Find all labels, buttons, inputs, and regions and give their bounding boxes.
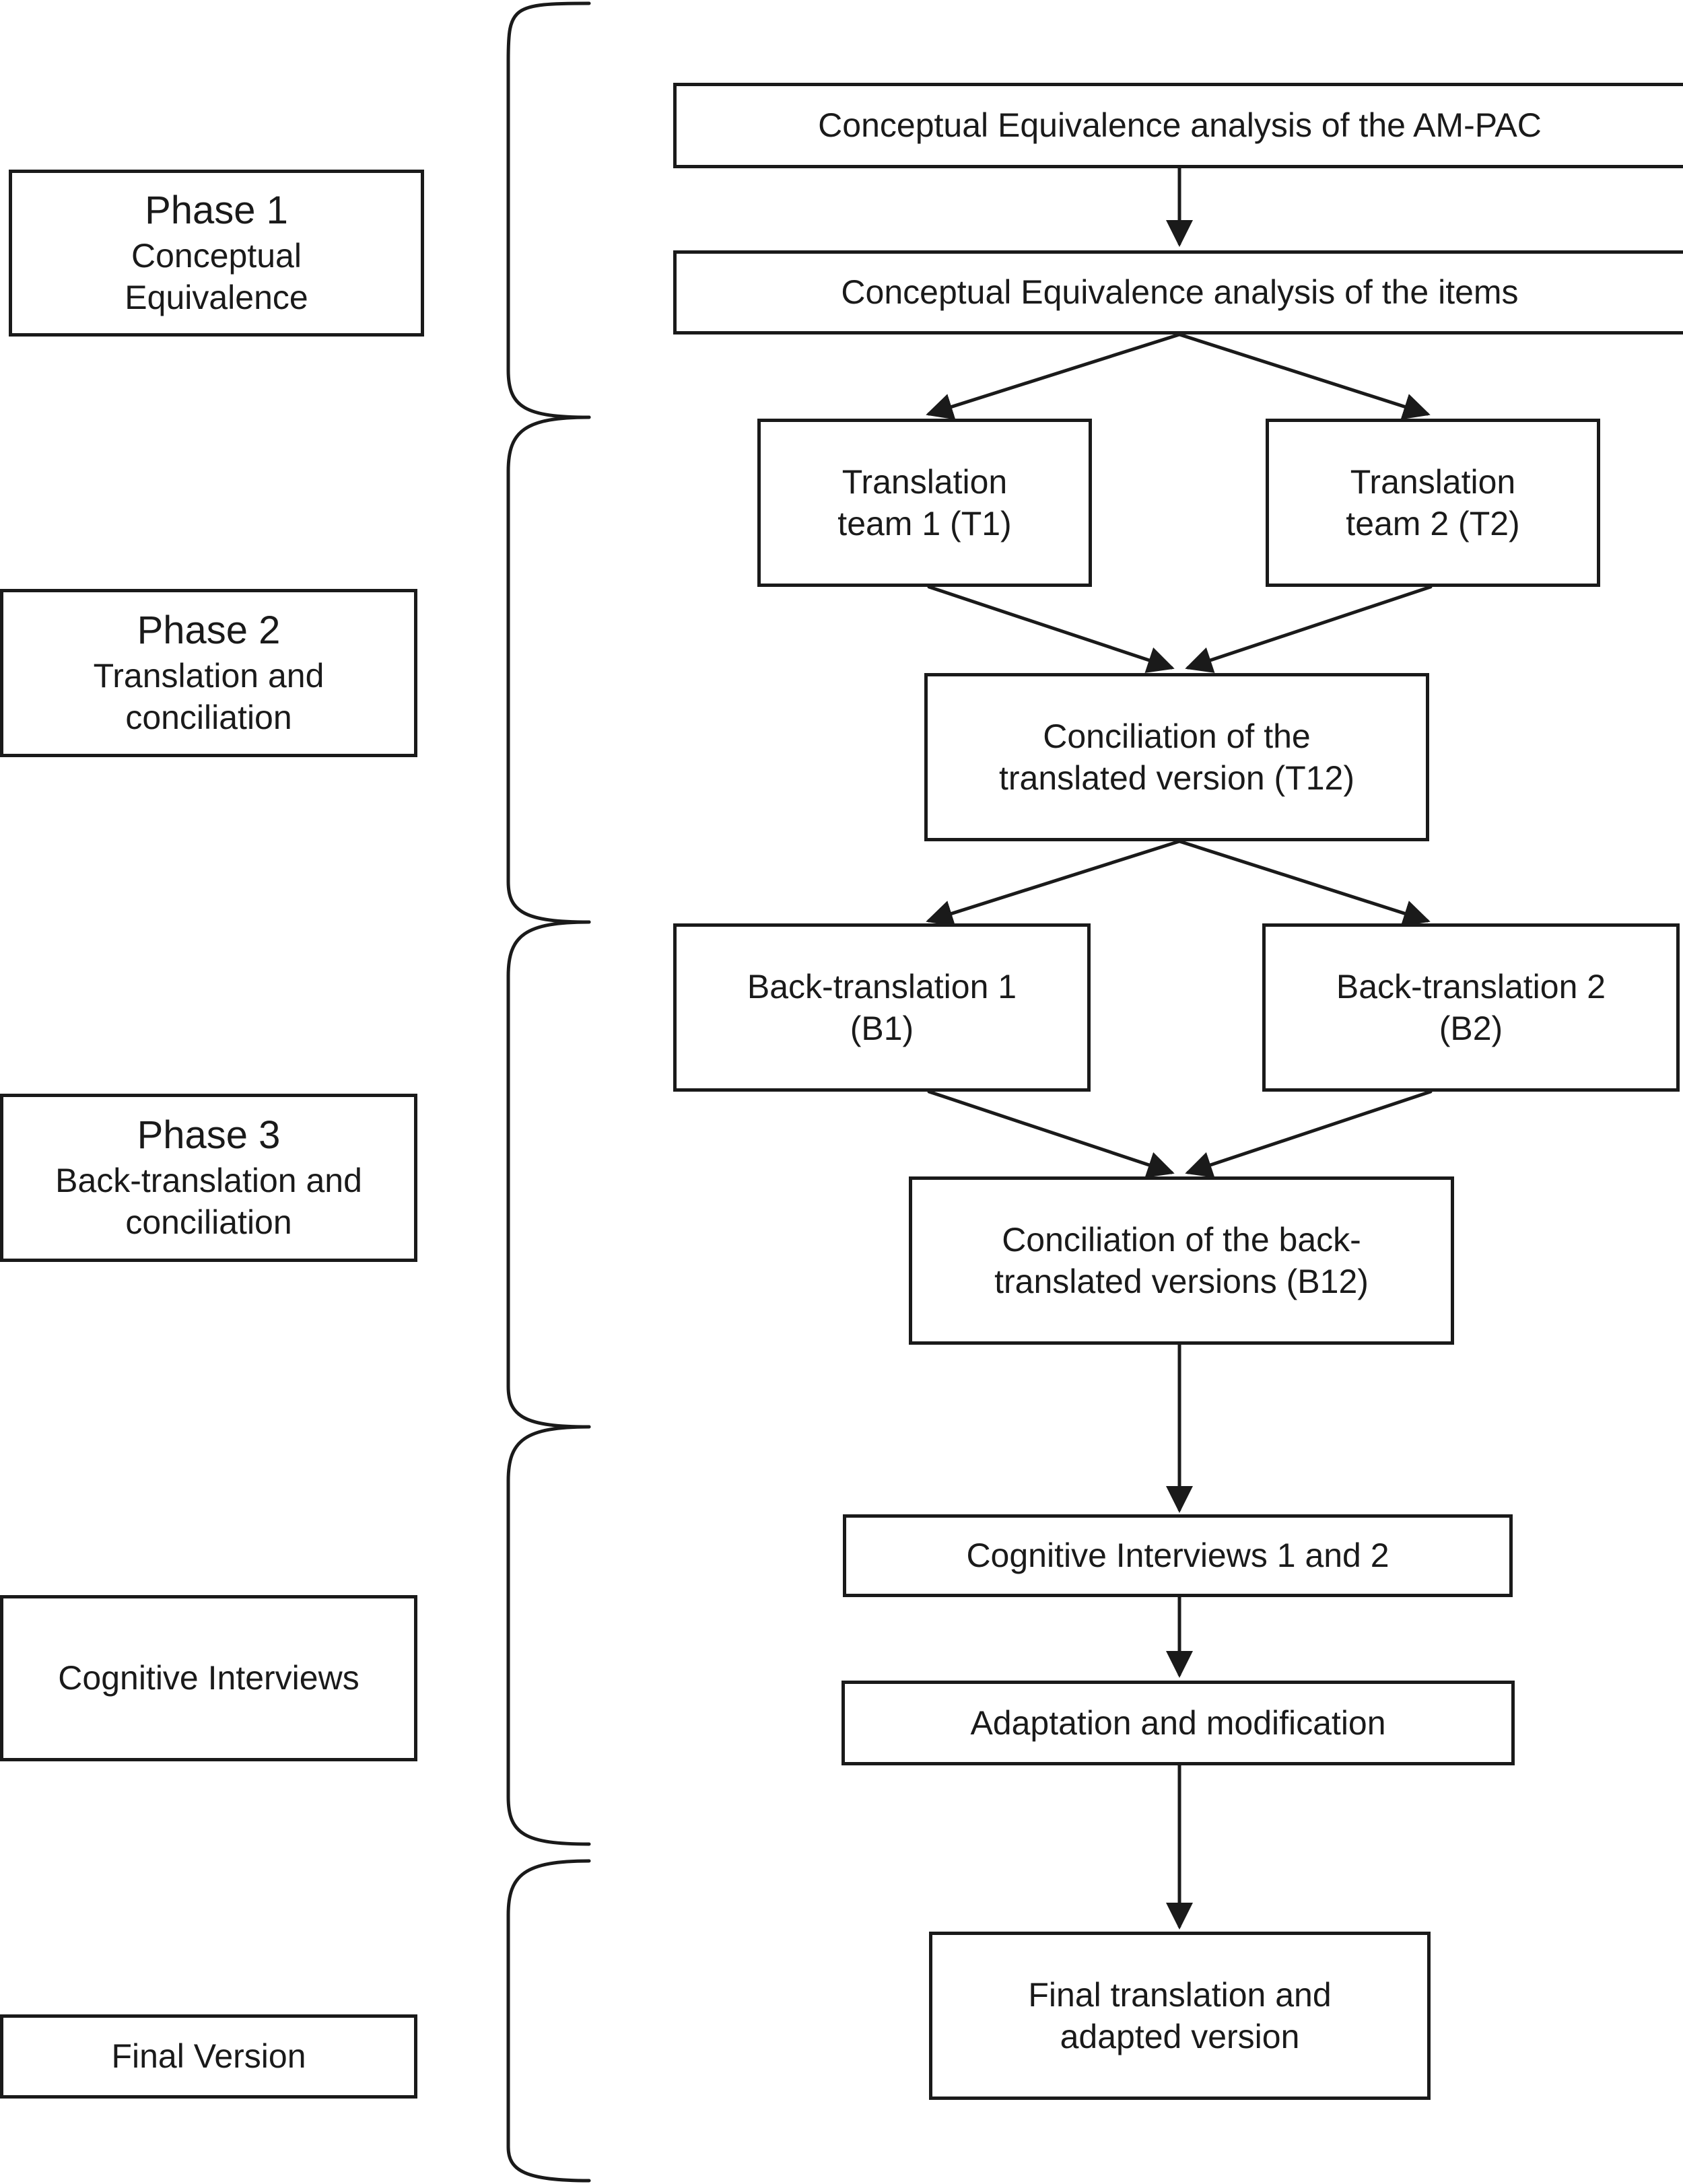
cognitive-interviews-phase-label: Cognitive Interviews bbox=[58, 1659, 359, 1697]
phase-3-title: Phase 3 bbox=[137, 1113, 281, 1158]
phase-1-title: Phase 1 bbox=[145, 188, 288, 233]
final-version-line-1: Final translation and bbox=[1028, 1975, 1332, 2014]
conceptual-items-box: Conceptual Equivalence analysis of the i… bbox=[673, 250, 1683, 334]
final-version-box: Final translation and adapted version bbox=[929, 1932, 1431, 2100]
back-translation-2-box: Back-translation 2 (B2) bbox=[1262, 923, 1680, 1092]
phase-1-brace bbox=[506, 1, 591, 419]
translation-team-1-line-1: Translation bbox=[842, 462, 1008, 501]
translation-team-2-line-1: Translation bbox=[1350, 462, 1516, 501]
cognitive-interviews-brace bbox=[506, 1425, 591, 1846]
phase-3-line-2: conciliation bbox=[125, 1203, 292, 1242]
arrow-b1-to-b12 bbox=[927, 1090, 1175, 1178]
phase-3-line-1: Back-translation and bbox=[55, 1161, 362, 1199]
conciliation-t12-line-1: Conciliation of the bbox=[1043, 717, 1311, 755]
phase-2-brace bbox=[506, 415, 591, 924]
conciliation-b12-box: Conciliation of the back- translated ver… bbox=[909, 1176, 1454, 1345]
translation-team-1-box: Translation team 1 (T1) bbox=[757, 419, 1092, 587]
final-version-brace bbox=[506, 1859, 591, 2183]
back-translation-1-line-1: Back-translation 1 bbox=[747, 967, 1017, 1006]
phase-2-box: Phase 2 Translation and conciliation bbox=[0, 589, 417, 757]
arrow-t12-to-b1 bbox=[926, 839, 1181, 927]
phase-3-box: Phase 3 Back-translation and conciliatio… bbox=[0, 1094, 417, 1262]
conciliation-b12-line-1: Conciliation of the back- bbox=[1002, 1220, 1361, 1259]
back-translation-1-line-2: (B1) bbox=[850, 1010, 914, 1047]
phase-2-line-2: conciliation bbox=[125, 699, 292, 737]
conciliation-b12-line-2: translated versions (B12) bbox=[994, 1263, 1369, 1300]
arrow-items-to-t1 bbox=[926, 332, 1181, 420]
back-translation-2-line-1: Back-translation 2 bbox=[1336, 967, 1606, 1006]
cognitive-interviews-label: Cognitive Interviews 1 and 2 bbox=[966, 1537, 1389, 1575]
arrow-t2-to-t12 bbox=[1185, 585, 1433, 673]
translation-team-2-box: Translation team 2 (T2) bbox=[1266, 419, 1600, 587]
back-translation-1-box: Back-translation 1 (B1) bbox=[673, 923, 1091, 1092]
phase-1-box: Phase 1 Conceptual Equivalence bbox=[9, 170, 424, 337]
phase-2-title: Phase 2 bbox=[137, 608, 281, 653]
adaptation-box: Adaptation and modification bbox=[842, 1681, 1515, 1765]
phase-3-brace bbox=[506, 920, 591, 1429]
phase-1-line-2: Equivalence bbox=[125, 279, 308, 317]
arrow-b2-to-b12 bbox=[1185, 1090, 1433, 1178]
arrow-items-to-t2 bbox=[1177, 332, 1431, 420]
conceptual-instrument-label: Conceptual Equivalence analysis of the A… bbox=[818, 106, 1542, 145]
final-version-phase-label: Final Version bbox=[111, 2037, 306, 2076]
translation-team-1-line-2: team 1 (T1) bbox=[837, 505, 1012, 542]
conceptual-items-label: Conceptual Equivalence analysis of the i… bbox=[841, 273, 1519, 312]
cognitive-interviews-phase-box: Cognitive Interviews bbox=[0, 1595, 417, 1761]
final-version-line-2: adapted version bbox=[1060, 2018, 1300, 2055]
phase-2-line-1: Translation and bbox=[93, 656, 324, 695]
back-translation-2-line-2: (B2) bbox=[1439, 1010, 1503, 1047]
translation-team-2-line-2: team 2 (T2) bbox=[1346, 505, 1520, 542]
arrow-t1-to-t12 bbox=[927, 585, 1175, 673]
conciliation-t12-box: Conciliation of the translated version (… bbox=[924, 673, 1429, 841]
adaptation-label: Adaptation and modification bbox=[970, 1703, 1386, 1742]
final-version-phase-box: Final Version bbox=[0, 2014, 417, 2099]
phase-1-line-1: Conceptual bbox=[131, 236, 302, 275]
conceptual-instrument-box: Conceptual Equivalence analysis of the A… bbox=[673, 83, 1683, 168]
arrow-t12-to-b2 bbox=[1177, 839, 1431, 927]
cognitive-interviews-box: Cognitive Interviews 1 and 2 bbox=[843, 1514, 1513, 1597]
conciliation-t12-line-2: translated version (T12) bbox=[998, 759, 1354, 797]
